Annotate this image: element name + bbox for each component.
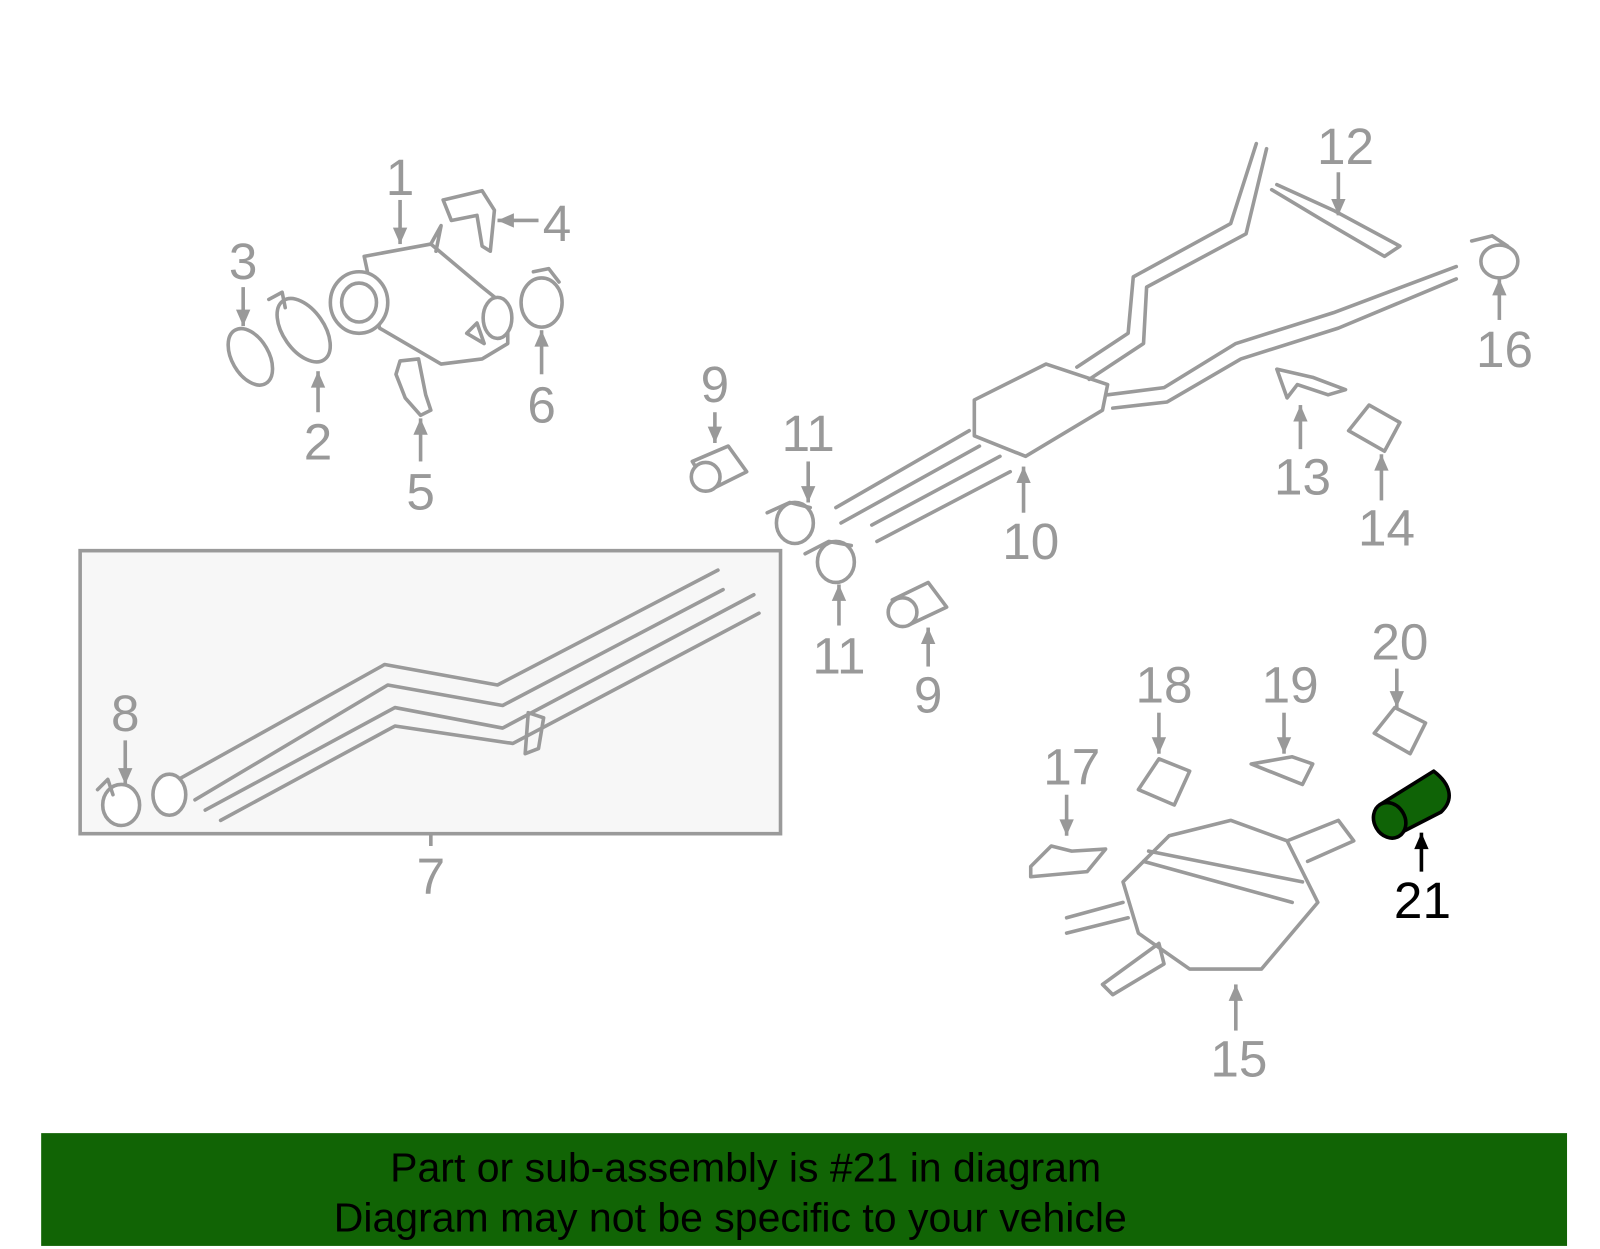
part-19-bracket[interactable] (1249, 754, 1315, 787)
callout-label-2[interactable]: 2 (304, 413, 333, 470)
callout-label-10[interactable]: 10 (1002, 513, 1059, 570)
arrowhead-icon (1331, 198, 1346, 216)
arrowhead-icon (921, 627, 936, 644)
part-11-clamp[interactable] (765, 500, 816, 546)
callout-label-19[interactable]: 19 (1262, 656, 1319, 713)
part-12-heat-shield[interactable] (1269, 182, 1402, 259)
callout-label-8[interactable]: 8 (111, 685, 140, 742)
part-16-clamp[interactable] (1469, 234, 1520, 280)
arrowhead-icon (236, 309, 251, 327)
callout-label-9[interactable]: 9 (701, 356, 730, 413)
arrowhead-icon (1228, 984, 1243, 1001)
arrowhead-icon (801, 486, 816, 503)
arrowhead-icon (1374, 454, 1389, 471)
part-21-exhaust-tip[interactable] (1367, 769, 1451, 844)
part-8-clamp[interactable] (95, 777, 142, 828)
arrowhead-icon (534, 330, 549, 347)
callout-label-18[interactable]: 18 (1136, 656, 1193, 713)
callout-label-15[interactable]: 15 (1210, 1031, 1267, 1088)
part-20-hanger[interactable] (1372, 705, 1428, 756)
callout-label-12[interactable]: 12 (1317, 118, 1374, 175)
callout-label-11[interactable]: 11 (782, 405, 835, 462)
arrowhead-icon (118, 768, 133, 785)
part-5-heat-shield[interactable] (394, 357, 433, 418)
arrowhead-icon (1492, 278, 1507, 296)
arrowhead-icon (1016, 466, 1031, 483)
callout-label-16[interactable]: 16 (1476, 321, 1533, 378)
arrowhead-icon (1414, 832, 1429, 850)
callout-label-9[interactable]: 9 (914, 667, 943, 724)
arrowhead-icon (497, 213, 514, 228)
part-13-bracket[interactable] (1275, 367, 1348, 400)
callout-label-21[interactable]: 21 (1394, 872, 1451, 929)
part-9-hanger[interactable] (689, 444, 749, 493)
arrowhead-icon (1276, 737, 1292, 754)
part-9-hanger[interactable] (886, 580, 949, 629)
arrowhead-icon (1293, 405, 1308, 422)
callout-label-17[interactable]: 17 (1043, 738, 1100, 795)
arrowhead-icon (413, 418, 428, 435)
arrowhead-icon (1389, 691, 1404, 708)
arrowhead-icon (831, 584, 847, 601)
banner-line-1: Part or sub-assembly is #21 in diagram (390, 1144, 1101, 1190)
arrowhead-icon (392, 227, 408, 245)
part-11-clamp[interactable] (803, 539, 857, 585)
part-1-catalytic-converter[interactable] (328, 223, 514, 366)
callout-label-1[interactable]: 1 (386, 149, 415, 206)
callout-label-6[interactable]: 6 (527, 376, 556, 433)
callout-label-20[interactable]: 20 (1371, 613, 1428, 670)
part-17-bracket[interactable] (1028, 844, 1108, 879)
callout-label-4[interactable]: 4 (543, 195, 572, 252)
part-18-hanger[interactable] (1136, 757, 1192, 807)
part-4-bracket[interactable] (441, 188, 497, 254)
arrowhead-icon (1059, 819, 1074, 836)
callout-label-3[interactable]: 3 (229, 233, 258, 290)
part-14-hanger[interactable] (1346, 403, 1402, 453)
part-15-rear-muffler[interactable] (1064, 818, 1356, 997)
part-2-clamp[interactable] (266, 289, 341, 371)
part-6-clamp[interactable] (519, 266, 564, 329)
callout-label-13[interactable]: 13 (1274, 448, 1331, 505)
callout-label-7[interactable]: 7 (417, 848, 446, 905)
part-10-center-exhaust[interactable] (834, 141, 1459, 544)
callout-label-5[interactable]: 5 (406, 464, 435, 521)
callout-label-14[interactable]: 14 (1358, 500, 1415, 557)
part-3-gasket[interactable] (219, 321, 282, 393)
callout-label-11[interactable]: 11 (812, 628, 865, 685)
notice-banner (41, 1133, 1568, 1246)
part-7-front-pipe[interactable] (151, 568, 761, 823)
arrowhead-icon (310, 371, 326, 388)
arrowhead-icon (1151, 737, 1167, 754)
banner-line-2: Diagram may not be specific to your vehi… (334, 1195, 1127, 1241)
arrowhead-icon (707, 426, 723, 443)
